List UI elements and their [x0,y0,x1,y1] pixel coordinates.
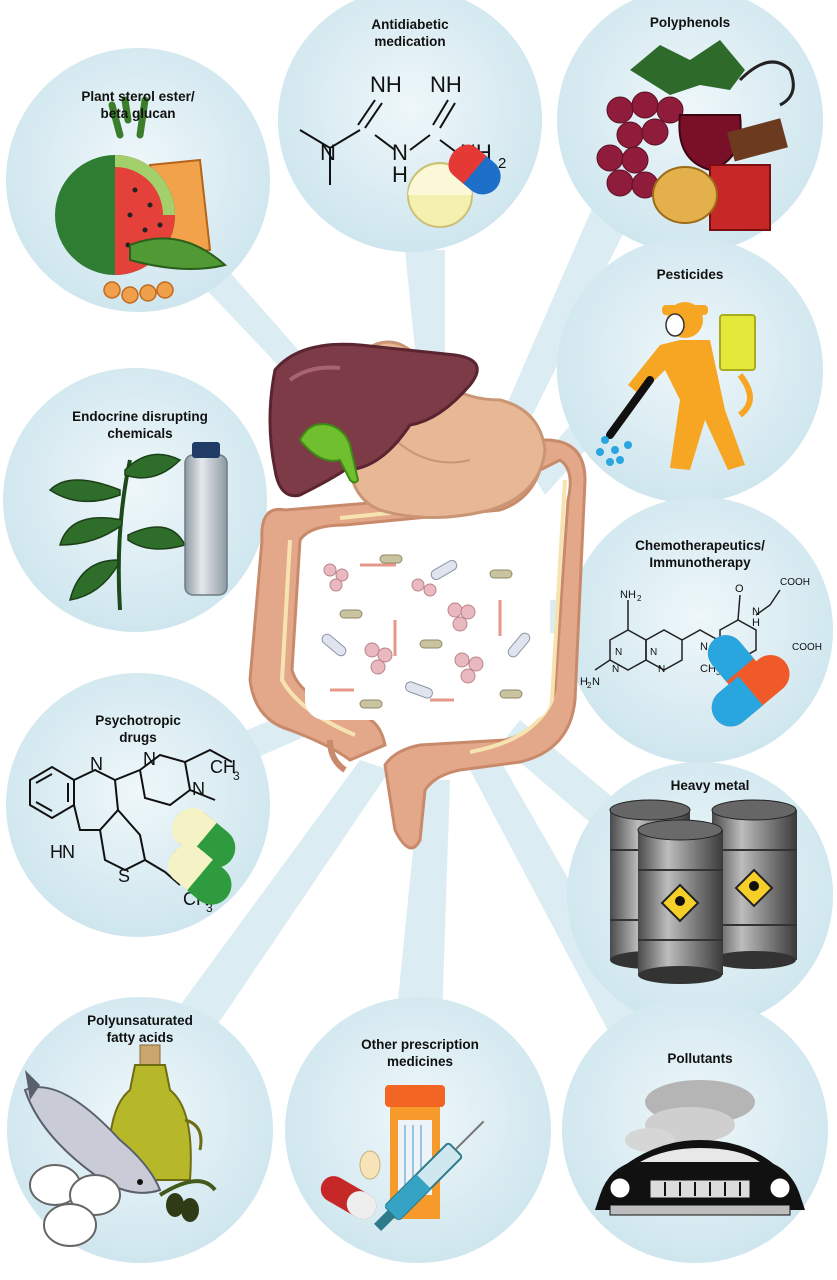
chem-olanz-nh-h: H [50,842,63,862]
chem-olanz-n-ring: N [90,754,103,774]
gut-organs [248,340,587,850]
olanzapine-structure-icon: N N H S N N CH 3 CH 3 [29,748,240,915]
chem-nh-right: NH [430,72,462,97]
toxic-barrels-icon [609,799,797,984]
chem-olanz-ch3-bottom-sub: 3 [206,901,213,915]
chem-cooh-top: COOH [780,577,810,588]
chem-ring-n4: N [658,664,665,675]
chem-ch3-sub: 3 [716,668,721,677]
chem-nh-n: N [752,606,760,618]
plant-bottle-icon [48,442,228,611]
chem-olanz-ch3-top-sub: 3 [233,769,240,783]
topic-label-pufa: Polyunsaturated fatty acids [87,1013,193,1045]
chem-h: H [392,162,408,187]
methotrexate-structure-icon: NH 2 H 2 N N CH 3 O N H COOH COOH N N N … [580,577,822,727]
chem-ring-n1: N [615,647,622,658]
chem-cooh-bottom: COOH [792,642,822,653]
sprayer-person-icon [596,302,756,470]
topic-label-pollutants: Pollutants [667,1051,733,1066]
chem-olanz-s: S [118,866,130,886]
topic-label-endocrine: Endocrine disrupting chemicals [72,409,208,441]
metformin-structure-icon: NH NH N N H NH 2 [299,72,506,228]
fruit-vegetable-icon [55,96,228,304]
topic-label-heavy-metal: Heavy metal [670,778,750,793]
chem-n-left: N [320,140,336,165]
topic-label-polyphenols: Polyphenols [649,15,731,30]
chem-olanz-n-pip1: N [143,749,156,769]
topic-label-psychotropic: Psychotropic drugs [95,713,181,745]
topic-label-pesticides: Pesticides [656,267,724,282]
topic-label-chemo: Chemotherapeutics/ Immunotherapy [635,538,765,570]
topic-label-plant-sterol: Plant sterol ester/ beta glucan [81,89,195,121]
chem-nh2-top-sub: 2 [637,594,642,603]
chem-olanz-nh-n: N [62,842,75,862]
car-exhaust-icon [595,1080,805,1216]
chem-h2n-h: H [580,676,588,688]
chem-h2n-sub: 2 [587,681,592,690]
chem-ring-n2: N [650,647,657,658]
chem-ch3: CH [700,663,716,675]
chem-h2n-n: N [592,676,600,688]
chem-nh2-sub: 2 [498,155,506,172]
grapes-wine-chocolate-icon [596,40,795,231]
chem-olanz-n-pip2: N [192,779,205,799]
chem-o: O [735,583,744,595]
topic-label-other-rx: Other prescription medicines [361,1037,479,1069]
chem-nh-h: H [752,617,760,629]
chem-n-methyl: N [700,641,708,653]
pill-bottle-syringe-icon [320,1085,485,1231]
chem-ring-n3: N [612,664,619,675]
chem-olanz-ch3-top: CH [210,757,236,777]
topic-label-antidiabetic: Antidiabetic medication [371,17,449,49]
fish-oil-icon [23,1044,217,1247]
chem-nh-left: NH [370,72,402,97]
chem-nh2-top: NH [620,589,636,601]
chem-n-mid: N [392,140,408,165]
